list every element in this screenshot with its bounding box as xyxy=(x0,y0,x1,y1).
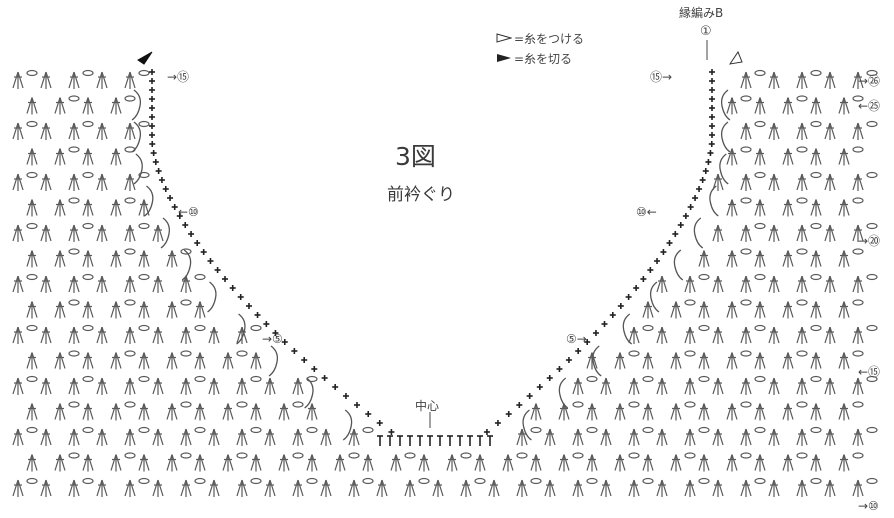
row-label-far-10: →⑩ xyxy=(858,499,879,513)
cut-yarn-icon xyxy=(497,54,511,62)
row-label-far-25: ←㉕ xyxy=(858,99,881,113)
legend-attach: =糸をつける xyxy=(514,32,585,46)
row-label-far-15: ←⑮ xyxy=(858,365,881,379)
edging-label: 縁編みB xyxy=(679,6,724,20)
row-label-left-5: →⑤ xyxy=(262,332,283,346)
chart-subtitle: 前衿ぐり xyxy=(387,185,455,205)
center-label: 中心 xyxy=(415,399,440,413)
row-label-right-15: ⑮→ xyxy=(650,70,673,84)
row-label-far-20: →⑳ xyxy=(858,234,881,248)
edging-row-label: ① xyxy=(700,24,712,39)
row-label-left-10: ←⑩ xyxy=(178,205,199,219)
row-label-far-26: →㉖ xyxy=(858,74,881,88)
chart-title: 3図 xyxy=(395,142,436,171)
row-label-right-10: ⑩← xyxy=(636,205,657,219)
attach-yarn-icon xyxy=(496,33,512,43)
legend-cut: =糸を切る xyxy=(514,52,573,66)
row-label-left-15: →⑮ xyxy=(167,70,190,84)
row-label-right-5: ⑤→ xyxy=(566,332,587,346)
